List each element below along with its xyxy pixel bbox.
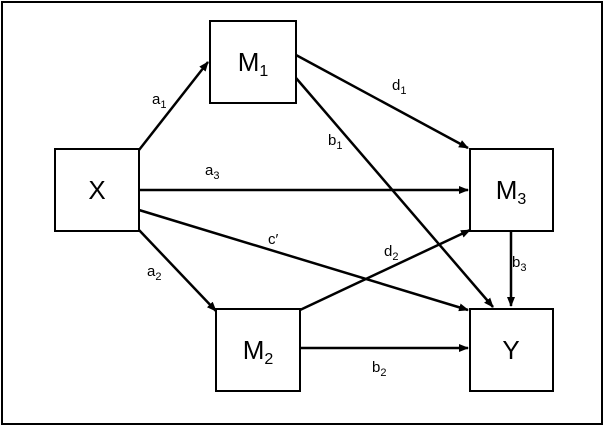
edge-x-m1 — [138, 61, 209, 151]
svg-text:Y: Y — [502, 335, 519, 365]
edge-m1-m3 — [295, 53, 469, 150]
edge-x-m2 — [138, 229, 217, 312]
node-m1: M1 — [209, 20, 297, 104]
node-m3: M3 — [469, 148, 554, 232]
edge-label-a3: a3 — [205, 162, 219, 182]
edge-label-c-prime: c′ — [268, 231, 279, 248]
edge-label-b2: b2 — [372, 359, 386, 379]
node-m2-label: M — [243, 335, 265, 365]
node-y-label: Y — [502, 335, 519, 365]
node-m3-label: M — [496, 175, 518, 205]
edge-label-a2: a2 — [147, 263, 161, 283]
edge-x-y — [138, 208, 469, 312]
node-x-label: X — [88, 175, 105, 205]
edge-label-a1: a1 — [152, 91, 166, 111]
node-m2-subscript: 2 — [264, 351, 273, 368]
svg-text:M1: M1 — [238, 47, 269, 80]
edge-m1-y — [295, 77, 494, 308]
edge-label-d1: d1 — [392, 77, 406, 97]
svg-text:M3: M3 — [496, 175, 527, 208]
node-m2: M2 — [215, 308, 301, 392]
edge-label-b3: b3 — [512, 254, 526, 274]
edge-m2-m3 — [299, 228, 471, 312]
node-m1-subscript: 1 — [259, 63, 268, 80]
node-y: Y — [469, 308, 554, 392]
node-m1-label: M — [238, 47, 260, 77]
svg-text:X: X — [88, 175, 105, 205]
node-x: X — [54, 148, 140, 232]
svg-text:M2: M2 — [243, 335, 274, 368]
edge-label-b1: b1 — [328, 132, 342, 152]
edge-label-d2: d2 — [384, 243, 398, 263]
node-m3-subscript: 3 — [517, 191, 526, 208]
